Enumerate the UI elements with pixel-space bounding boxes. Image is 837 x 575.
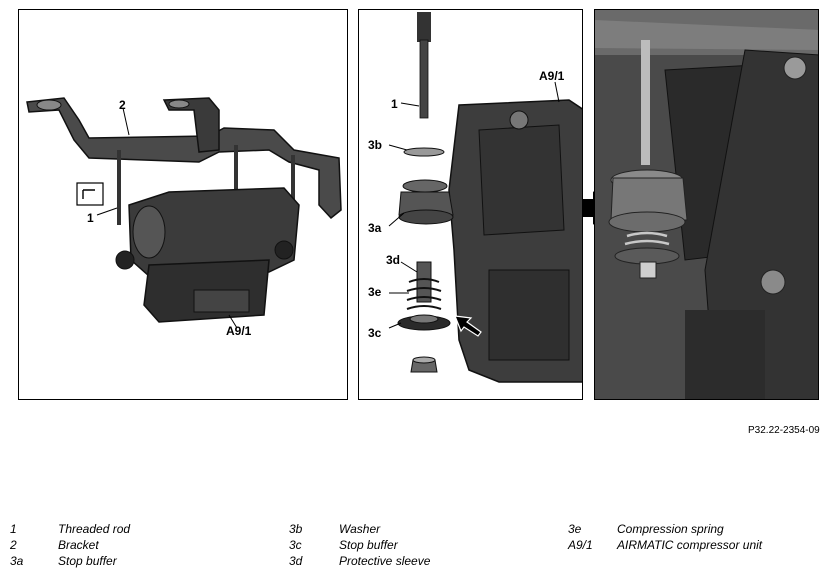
legend-key: 3a xyxy=(10,554,24,568)
legend-column-1: 1 Threaded rod 2 Bracket 3a Stop buffer xyxy=(10,521,130,569)
legend-key: 3d xyxy=(289,554,303,568)
callout-2: 2 xyxy=(119,98,126,112)
legend-column-2: 3b Washer 3c Stop buffer 3d Protective slee… xyxy=(289,521,430,569)
callout-3b: 3b xyxy=(368,138,383,152)
legend-item: A9/1 AIRMATIC compressor unit xyxy=(568,537,762,553)
overview-panel: 2 1 A9/1 xyxy=(18,9,348,400)
stop-buffer-exploded-illustration xyxy=(388,12,582,383)
legend-text: AIRMATIC compressor unit xyxy=(617,538,763,552)
exploded-view-panel: A9/1 1 3b 3a 3d 3e 3c xyxy=(358,9,583,400)
legend-item: 3e Compression spring xyxy=(568,521,762,537)
legend-text: Stop buffer xyxy=(58,554,117,568)
legend-item: 3a Stop buffer xyxy=(10,553,130,569)
figure-reference: P32.22-2354-09 xyxy=(748,425,820,436)
legend-column-3: 3e Compression spring A9/1 AIRMATIC compre… xyxy=(568,521,762,553)
legend-item: 3c Stop buffer xyxy=(289,537,430,553)
callout-a91-exploded: A9/1 xyxy=(539,69,565,83)
installed-closeup-panel xyxy=(594,9,819,400)
legend-item: 2 Bracket xyxy=(10,537,130,553)
legend-key: 1 xyxy=(10,522,17,536)
legend-key: 3b xyxy=(289,522,303,536)
callout-3a: 3a xyxy=(368,221,382,235)
callout-1: 1 xyxy=(87,211,94,225)
legend-item: 1 Threaded rod xyxy=(10,521,130,537)
legend-item: 3b Washer xyxy=(289,521,430,537)
callout-3e: 3e xyxy=(368,285,382,299)
legend-key: 2 xyxy=(10,538,17,552)
callout-1-exploded: 1 xyxy=(391,97,398,111)
legend-text: Stop buffer xyxy=(339,538,398,552)
installed-stop-buffer-photo xyxy=(595,10,818,399)
legend-key: 3c xyxy=(289,538,302,552)
legend-text: Threaded rod xyxy=(58,522,131,536)
legend-key: A9/1 xyxy=(568,538,593,552)
legend-item: 3d Protective sleeve xyxy=(289,553,430,569)
compressor-bracket-illustration xyxy=(26,97,342,329)
callout-3d: 3d xyxy=(386,253,401,267)
legend-text: Compression spring xyxy=(617,522,724,536)
legend-text: Protective sleeve xyxy=(339,554,431,568)
callout-3c: 3c xyxy=(368,326,382,340)
legend-text: Bracket xyxy=(58,538,99,552)
callout-a91: A9/1 xyxy=(226,324,252,338)
legend-key: 3e xyxy=(568,522,582,536)
legend-text: Washer xyxy=(339,522,381,536)
